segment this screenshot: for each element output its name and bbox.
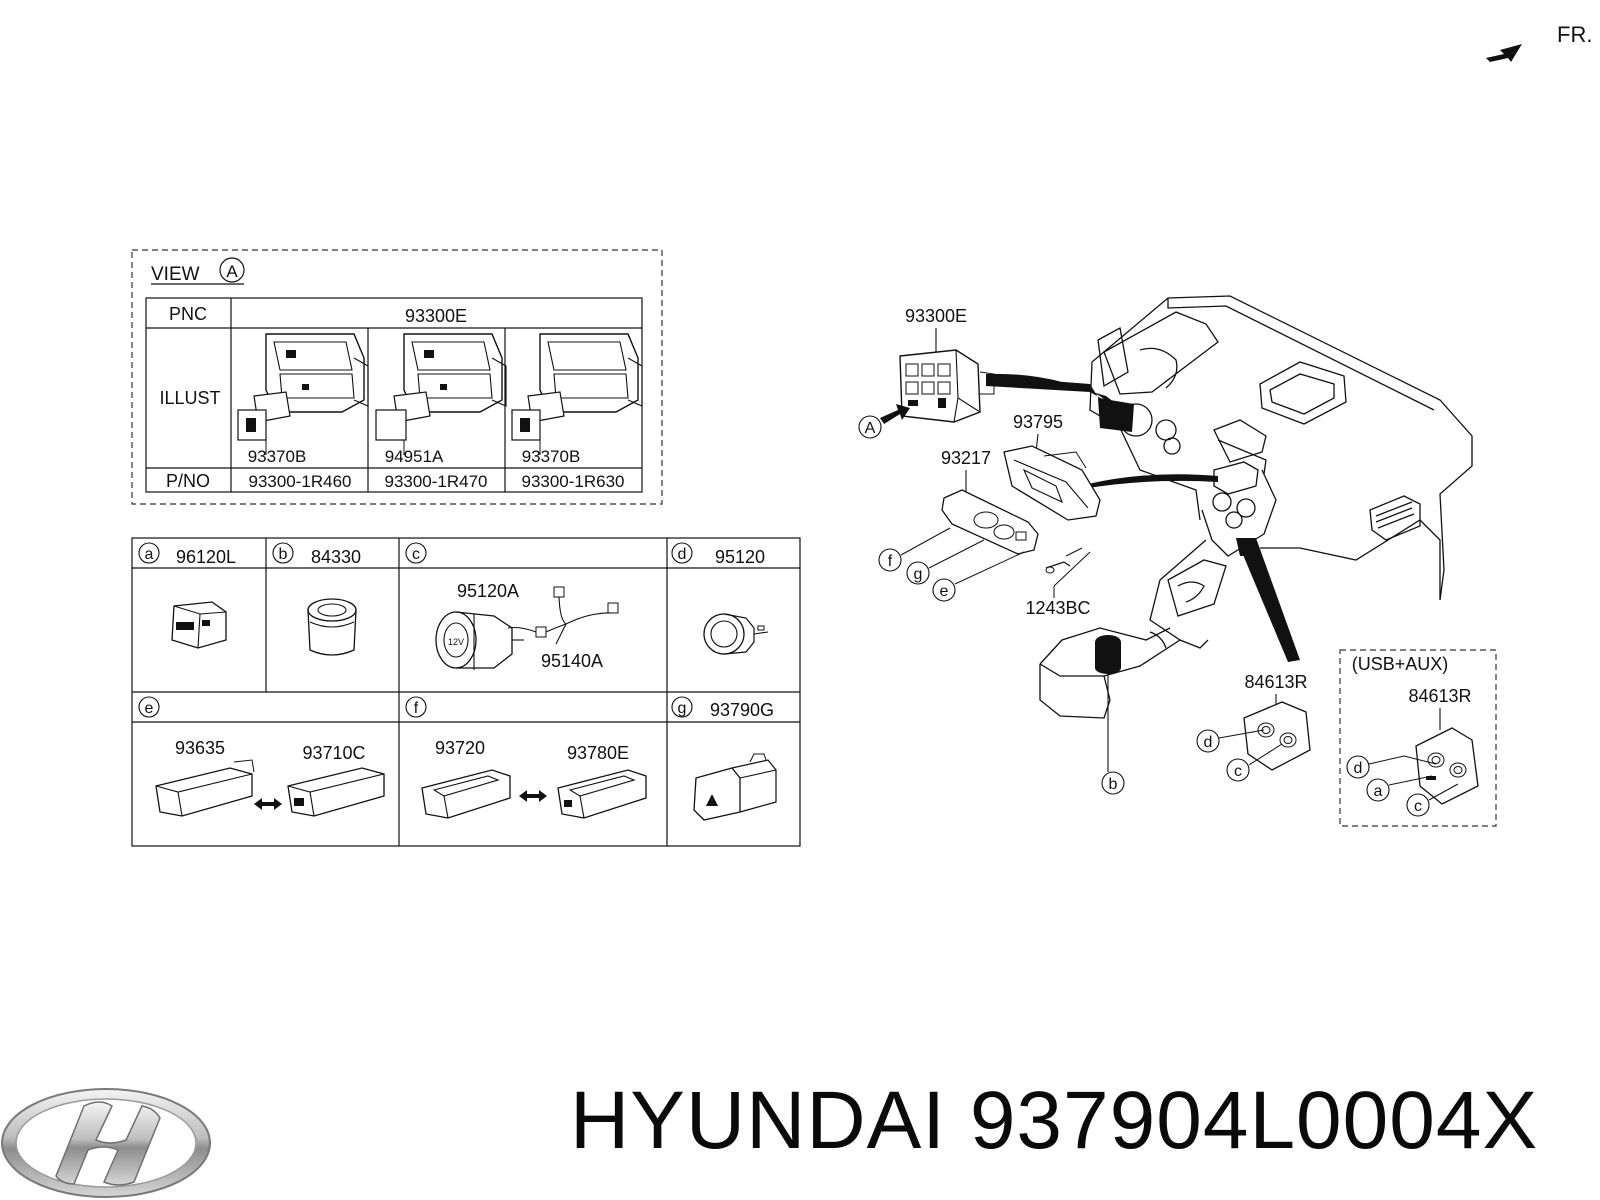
cell-c-label-1: 95120A	[457, 581, 519, 601]
svg-text:c: c	[412, 546, 420, 563]
bracket-label: 93795	[1013, 412, 1063, 432]
cell-letter-d: d	[671, 542, 693, 564]
svg-text:e: e	[145, 700, 154, 717]
svg-text:g: g	[678, 700, 687, 717]
view-a-panel: VIEW A PNC 93300E ILLUST P/NO	[131, 249, 663, 505]
switch-panel-illustration-1	[237, 333, 369, 455]
usb-jack-illustration	[171, 601, 227, 649]
cell-f-label-1: 93720	[435, 738, 485, 758]
view-title: VIEW	[151, 264, 200, 285]
svg-text:f: f	[414, 700, 419, 717]
bezel-label: 93217	[941, 448, 991, 468]
screw-illustration	[1045, 547, 1091, 598]
switch-panel-label: 93300E	[905, 306, 967, 326]
cell-letter-f: f	[405, 696, 427, 718]
svg-text:b: b	[279, 546, 288, 563]
part-no-1: 93300-1R460	[248, 472, 351, 491]
svg-text:e: e	[940, 583, 949, 600]
svg-text:A: A	[865, 420, 876, 437]
wiring-harness-illustration	[507, 586, 619, 645]
callout-f: f	[878, 527, 951, 572]
svg-text:a: a	[145, 546, 154, 563]
front-direction-label: FR.	[1557, 22, 1592, 47]
cell-letter-c: c	[405, 542, 427, 564]
callout-g: g	[906, 539, 985, 585]
pnc-value: 93300E	[405, 306, 467, 326]
svg-text:a: a	[1374, 783, 1383, 800]
hyundai-logo-icon	[1, 1088, 211, 1198]
sub-part-3: 93370B	[522, 447, 581, 466]
usb-aux-jack-illustration	[1415, 727, 1479, 805]
seat-heater-switch-illustration	[287, 767, 385, 817]
cell-letter-g: g	[671, 696, 693, 718]
switch-panel-illustration-2	[375, 333, 507, 455]
brand-title: HYUNDAI 937904L0004X	[570, 1075, 1539, 1166]
cell-e-label-1: 93635	[175, 738, 225, 758]
cigar-lighter-illustration	[307, 598, 357, 656]
view-mark-letter: A	[226, 262, 238, 281]
cell-letter-b: b	[272, 542, 294, 564]
screw-label: 1243BC	[1025, 598, 1090, 618]
blank-cover-illustration	[421, 769, 511, 819]
cell-part-b: 84330	[311, 547, 361, 567]
pno-label: P/NO	[166, 471, 210, 491]
hazard-switch-illustration	[693, 753, 777, 821]
power-socket-illustration	[703, 613, 769, 655]
usb-jack-assembly-illustration	[1243, 701, 1311, 771]
callout-e: e	[932, 551, 1025, 602]
part-no-2: 93300-1R470	[384, 472, 487, 491]
swap-arrow-icon	[254, 798, 282, 810]
callout-c-1: c	[1226, 743, 1283, 782]
switch-panel-illustration-3	[511, 333, 643, 455]
callout-b: b	[1101, 771, 1125, 795]
callout-a-2: a	[1366, 775, 1433, 802]
view-mark-circle	[219, 257, 245, 283]
svg-text:b: b	[1109, 776, 1118, 793]
svg-text:12V: 12V	[448, 637, 464, 647]
svg-text:g: g	[914, 566, 923, 583]
svg-text:f: f	[888, 553, 893, 570]
cell-e-label-2: 93710C	[302, 743, 365, 763]
sub-part-1: 93370B	[248, 447, 307, 466]
cell-part-a: 96120L	[176, 547, 236, 567]
view-table	[145, 297, 643, 493]
bezel-illustration	[941, 489, 1039, 555]
switch-panel-assembly-illustration	[899, 349, 995, 423]
callout-d-1: d	[1196, 729, 1265, 753]
dashboard-assembly: 93300E A 93795	[858, 295, 1497, 827]
bracket-illustration	[1003, 445, 1101, 521]
cell-part-g: 93790G	[710, 700, 774, 720]
blank-switch-illustration	[155, 759, 255, 817]
cell-c-label-2: 95140A	[541, 651, 603, 671]
callout-c-2: c	[1406, 783, 1459, 817]
parts-grid: a 96120L b 84330 c d 95120 e f g 93790G …	[131, 537, 801, 847]
cell-letter-a: a	[138, 542, 160, 564]
part-no-3: 93300-1R630	[521, 472, 624, 491]
usb-jack-label: 84613R	[1244, 672, 1307, 692]
illust-label: ILLUST	[159, 388, 220, 408]
cell-letter-e: e	[138, 696, 160, 718]
usb-aux-part-label: 84613R	[1408, 686, 1471, 706]
power-outlet-illustration: 12V	[435, 611, 524, 670]
usb-aux-title: (USB+AUX)	[1352, 654, 1449, 674]
cell-f-label-2: 93780E	[567, 743, 629, 763]
svg-text:d: d	[1354, 760, 1363, 777]
callout-d-2: d	[1346, 755, 1437, 779]
svg-text:d: d	[1204, 734, 1213, 751]
dashboard-illustration	[1039, 295, 1473, 719]
sub-part-2: 94951A	[385, 447, 444, 466]
usb-aux-box	[1339, 649, 1497, 827]
svg-text:c: c	[1234, 763, 1242, 780]
cell-part-d: 95120	[715, 547, 765, 567]
view-a-callout: A	[858, 404, 910, 439]
swap-arrow-icon	[519, 790, 547, 802]
front-direction-arrow-icon	[1486, 44, 1522, 62]
switch-cover-illustration	[557, 769, 647, 819]
pnc-header: PNC	[169, 304, 207, 324]
svg-text:d: d	[678, 546, 687, 563]
svg-text:c: c	[1414, 798, 1422, 815]
cup-holder-icon	[1095, 635, 1121, 674]
